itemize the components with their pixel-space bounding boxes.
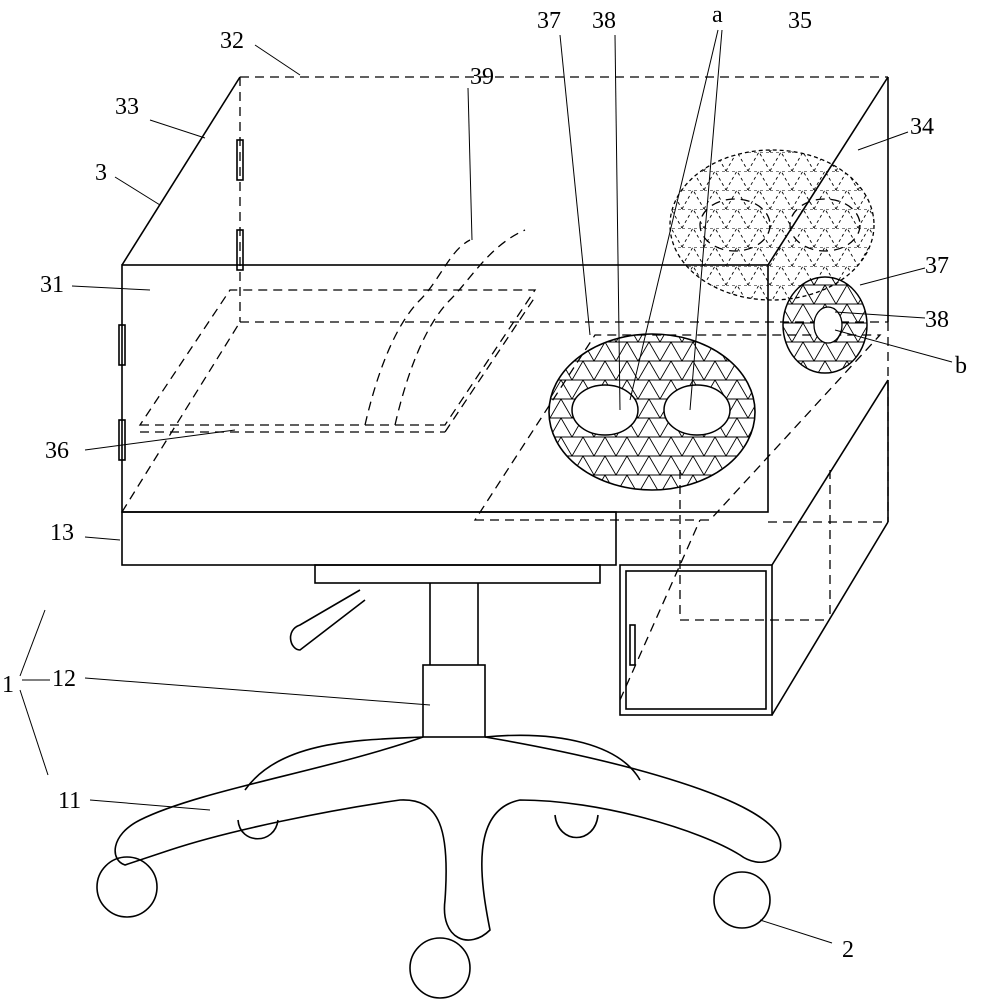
- label-38-front: 38: [592, 8, 616, 34]
- label-2: 2: [842, 937, 854, 963]
- label-37-front: 37: [537, 8, 561, 34]
- label-a: a: [712, 2, 723, 28]
- label-39: 39: [470, 64, 494, 90]
- label-33: 33: [115, 94, 139, 120]
- label-34: 34: [910, 114, 934, 140]
- neck-cushion: [782, 276, 868, 374]
- gas-column: [422, 583, 486, 738]
- label-35: 35: [788, 8, 812, 34]
- label-37-right: 37: [925, 253, 949, 279]
- label-1: 1: [2, 672, 14, 698]
- face-cushion-back: [669, 149, 875, 301]
- label-13: 13: [50, 520, 74, 546]
- reference-labels: 32 33 3 31 39 37 38 a 35 34 37 38 b 36 1…: [2, 2, 967, 963]
- label-11: 11: [58, 788, 81, 814]
- label-31: 31: [40, 272, 64, 298]
- star-base: [96, 734, 782, 999]
- label-36: 36: [45, 438, 69, 464]
- label-32: 32: [220, 28, 244, 54]
- label-38-right: 38: [925, 307, 949, 333]
- face-cushion-front: [548, 333, 756, 491]
- side-cabinet: [619, 379, 889, 716]
- leader-lines: [19, 29, 953, 944]
- desk-plate: [121, 229, 882, 521]
- label-3: 3: [95, 160, 107, 186]
- label-12: 12: [52, 666, 76, 692]
- label-b: b: [955, 353, 967, 379]
